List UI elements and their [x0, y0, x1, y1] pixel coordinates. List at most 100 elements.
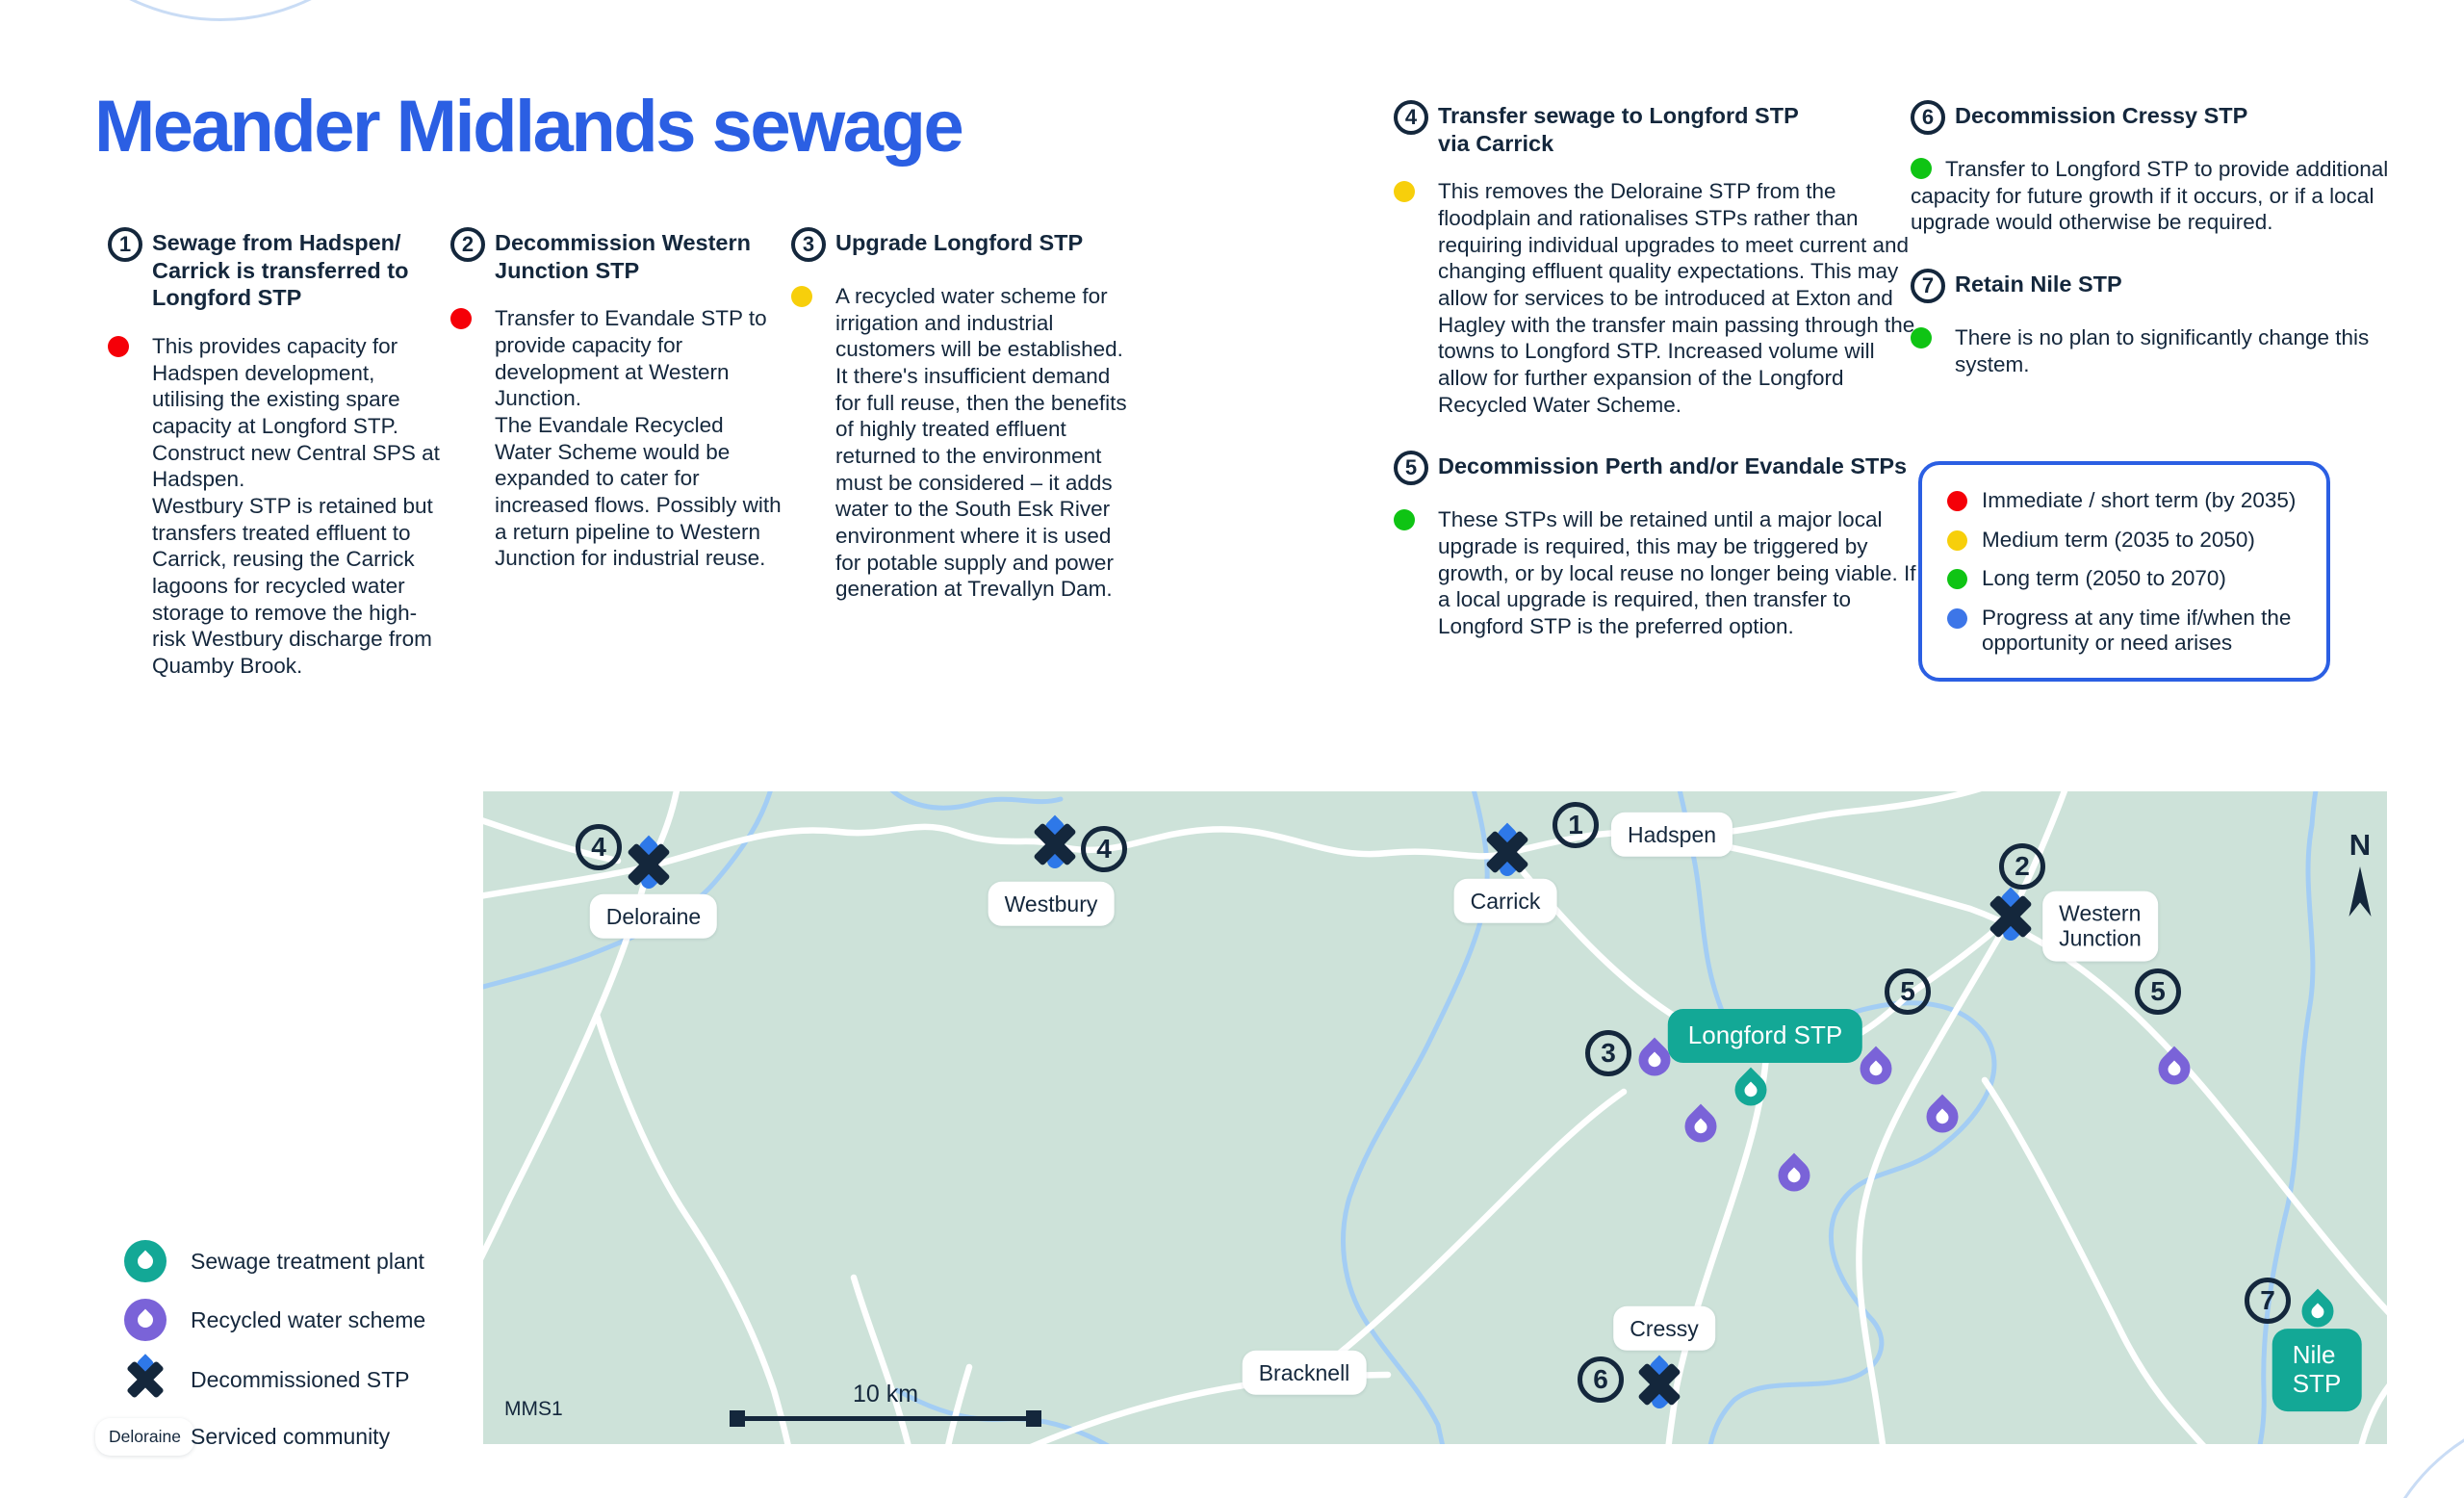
map-legend-label: Sewage treatment plant: [191, 1248, 424, 1274]
recycled-water-scheme-marker: [1771, 1152, 1817, 1199]
map-stp-label: Nile STP: [2272, 1329, 2362, 1411]
legend-row: Immediate / short term (by 2035): [1947, 488, 2303, 514]
legend-label: Medium term (2035 to 2050): [1982, 527, 2255, 552]
item-heading: Upgrade Longford STP: [835, 230, 1084, 255]
anytime-dot: [1947, 607, 1967, 629]
medium-term-dot: [1947, 529, 1967, 551]
water-drop-icon: [1691, 1117, 1710, 1136]
scale-label: 10 km: [852, 1381, 919, 1408]
water-drop-icon: [134, 1250, 156, 1273]
plan-item-6: 6 Decommission Cressy STP Transfer to Lo…: [1911, 100, 2436, 236]
item-body: Transfer to Evandale STP to provide capa…: [495, 306, 782, 571]
immediate-term-dot: [1947, 491, 1967, 511]
map-town-label: Westbury: [988, 881, 1115, 927]
item-body: Transfer to Longford STP to provide addi…: [1911, 156, 2436, 236]
item-number-badge: 6: [1911, 100, 1945, 135]
scale-bar: 10 km: [730, 1381, 1041, 1427]
rivers: [483, 791, 2319, 1444]
item-heading: Decommission Cressy STP: [1955, 103, 2248, 128]
recycled-water-scheme-marker: [2151, 1046, 2197, 1092]
decommissioned-stp-marker: [623, 835, 675, 892]
term-dot: [791, 286, 812, 307]
water-drop-icon: [1645, 1050, 1664, 1070]
map-legend-row: Deloraine Serviced community: [95, 1418, 425, 1456]
recycled-water-scheme-icon: [123, 1299, 167, 1341]
term-dot: [1911, 327, 1932, 349]
column-2: 2 Decommission Western Junction STP Tran…: [450, 227, 785, 572]
term-dot: [450, 308, 472, 330]
map-number-marker-6: 6: [1578, 1356, 1624, 1403]
term-dot: [1911, 158, 1932, 179]
water-drop-icon: [2165, 1059, 2184, 1078]
legend-row: Progress at any time if/when the opportu…: [1947, 606, 2303, 657]
map-town-label: Cressy: [1613, 1305, 1715, 1352]
map-legend: Sewage treatment plant Recycled water sc…: [95, 1240, 425, 1472]
item-body: There is no plan to significantly change…: [1955, 325, 2370, 376]
item-number-badge: 7: [1911, 269, 1945, 304]
map-town-label: Carrick: [1453, 878, 1557, 924]
map-number-marker-2: 2: [1999, 843, 2045, 890]
sewage-treatment-plant-marker: [2295, 1288, 2341, 1334]
water-drop-icon: [2308, 1302, 2327, 1321]
icon-cell: [99, 1354, 191, 1402]
item-body-text: Transfer to Longford STP to provide addi…: [1911, 157, 2389, 235]
water-drop-icon: [1741, 1080, 1760, 1099]
recycled-water-scheme-marker: [1678, 1103, 1724, 1149]
legend-label: Long term (2050 to 2070): [1982, 566, 2226, 591]
sewage-treatment-plant-icon: [123, 1240, 167, 1282]
decommissioned-stp-icon: [123, 1354, 167, 1402]
map-number-marker-4: 4: [576, 824, 622, 870]
item-body: This removes the Deloraine STP from the …: [1438, 179, 1915, 417]
map-town-label: Western Junction: [2042, 891, 2158, 962]
page-title: Meander Midlands sewage: [94, 86, 964, 168]
north-label: N: [2348, 828, 2372, 862]
item-number-badge: 2: [450, 227, 485, 262]
item-heading: Retain Nile STP: [1955, 271, 2122, 297]
item-body: A recycled water scheme for irrigation a…: [835, 284, 1127, 602]
plan-item-3: 3 Upgrade Longford STP A recycled water …: [791, 227, 1138, 603]
item-heading: Transfer sewage to Longford STP via Carr…: [1438, 103, 1799, 156]
decommissioned-stp-marker: [1029, 814, 1081, 872]
map-town-label: Hadspen: [1610, 812, 1733, 858]
map-number-marker-5: 5: [1885, 969, 1931, 1015]
plan-item-5: 5 Decommission Perth and/or Evandale STP…: [1394, 451, 1919, 639]
column-1: 1 Sewage from Hadspen/ Carrick is transf…: [108, 227, 440, 680]
water-drop-icon: [1933, 1107, 1952, 1126]
item-number-badge: 5: [1394, 451, 1428, 486]
scale-bar-line: [730, 1410, 1041, 1427]
map-town-label: Deloraine: [589, 893, 718, 940]
decorative-arc-top-left: [13, 0, 427, 21]
decommissioned-stp-marker: [1985, 887, 2037, 944]
column-4: 4 Transfer sewage to Longford STP via Ca…: [1394, 100, 1919, 640]
item-heading: Decommission Western Junction STP: [495, 230, 751, 283]
map-legend-row: Decommissioned STP: [99, 1354, 425, 1402]
decommissioned-stp-marker: [1481, 822, 1533, 880]
item-body: These STPs will be retained until a majo…: [1438, 507, 1916, 639]
decommissioned-stp-marker: [1633, 1355, 1685, 1412]
recycled-water-scheme-marker: [1919, 1094, 1965, 1140]
map-number-marker-3: 3: [1585, 1030, 1631, 1076]
legend-row: Long term (2050 to 2070): [1947, 566, 2303, 592]
legend-row: Medium term (2035 to 2050): [1947, 528, 2303, 554]
serviced-community-example-pill: Deloraine: [95, 1418, 194, 1456]
item-heading: Decommission Perth and/or Evandale STPs: [1438, 453, 1908, 479]
map-legend-label: Serviced community: [191, 1424, 391, 1449]
north-arrow-icon: [2348, 866, 2372, 917]
map-number-marker-4: 4: [1081, 826, 1127, 872]
map-legend-row: Recycled water scheme: [99, 1299, 425, 1341]
icon-cell: Deloraine: [95, 1418, 194, 1456]
map-legend-label: Decommissioned STP: [191, 1366, 410, 1392]
water-drop-icon: [1784, 1166, 1804, 1185]
long-term-dot: [1947, 569, 1967, 590]
map-legend-row: Sewage treatment plant: [99, 1240, 425, 1282]
legend-label: Progress at any time if/when the opportu…: [1982, 605, 2292, 656]
map-number-marker-1: 1: [1553, 802, 1599, 848]
map-number-marker-7: 7: [2245, 1278, 2291, 1324]
water-drop-icon: [134, 1308, 156, 1331]
map-number-marker-5: 5: [2135, 969, 2181, 1015]
map-town-label: Bracknell: [1242, 1350, 1367, 1396]
plan-item-1: 1 Sewage from Hadspen/ Carrick is transf…: [108, 227, 440, 680]
column-5: 6 Decommission Cressy STP Transfer to Lo…: [1911, 100, 2436, 377]
